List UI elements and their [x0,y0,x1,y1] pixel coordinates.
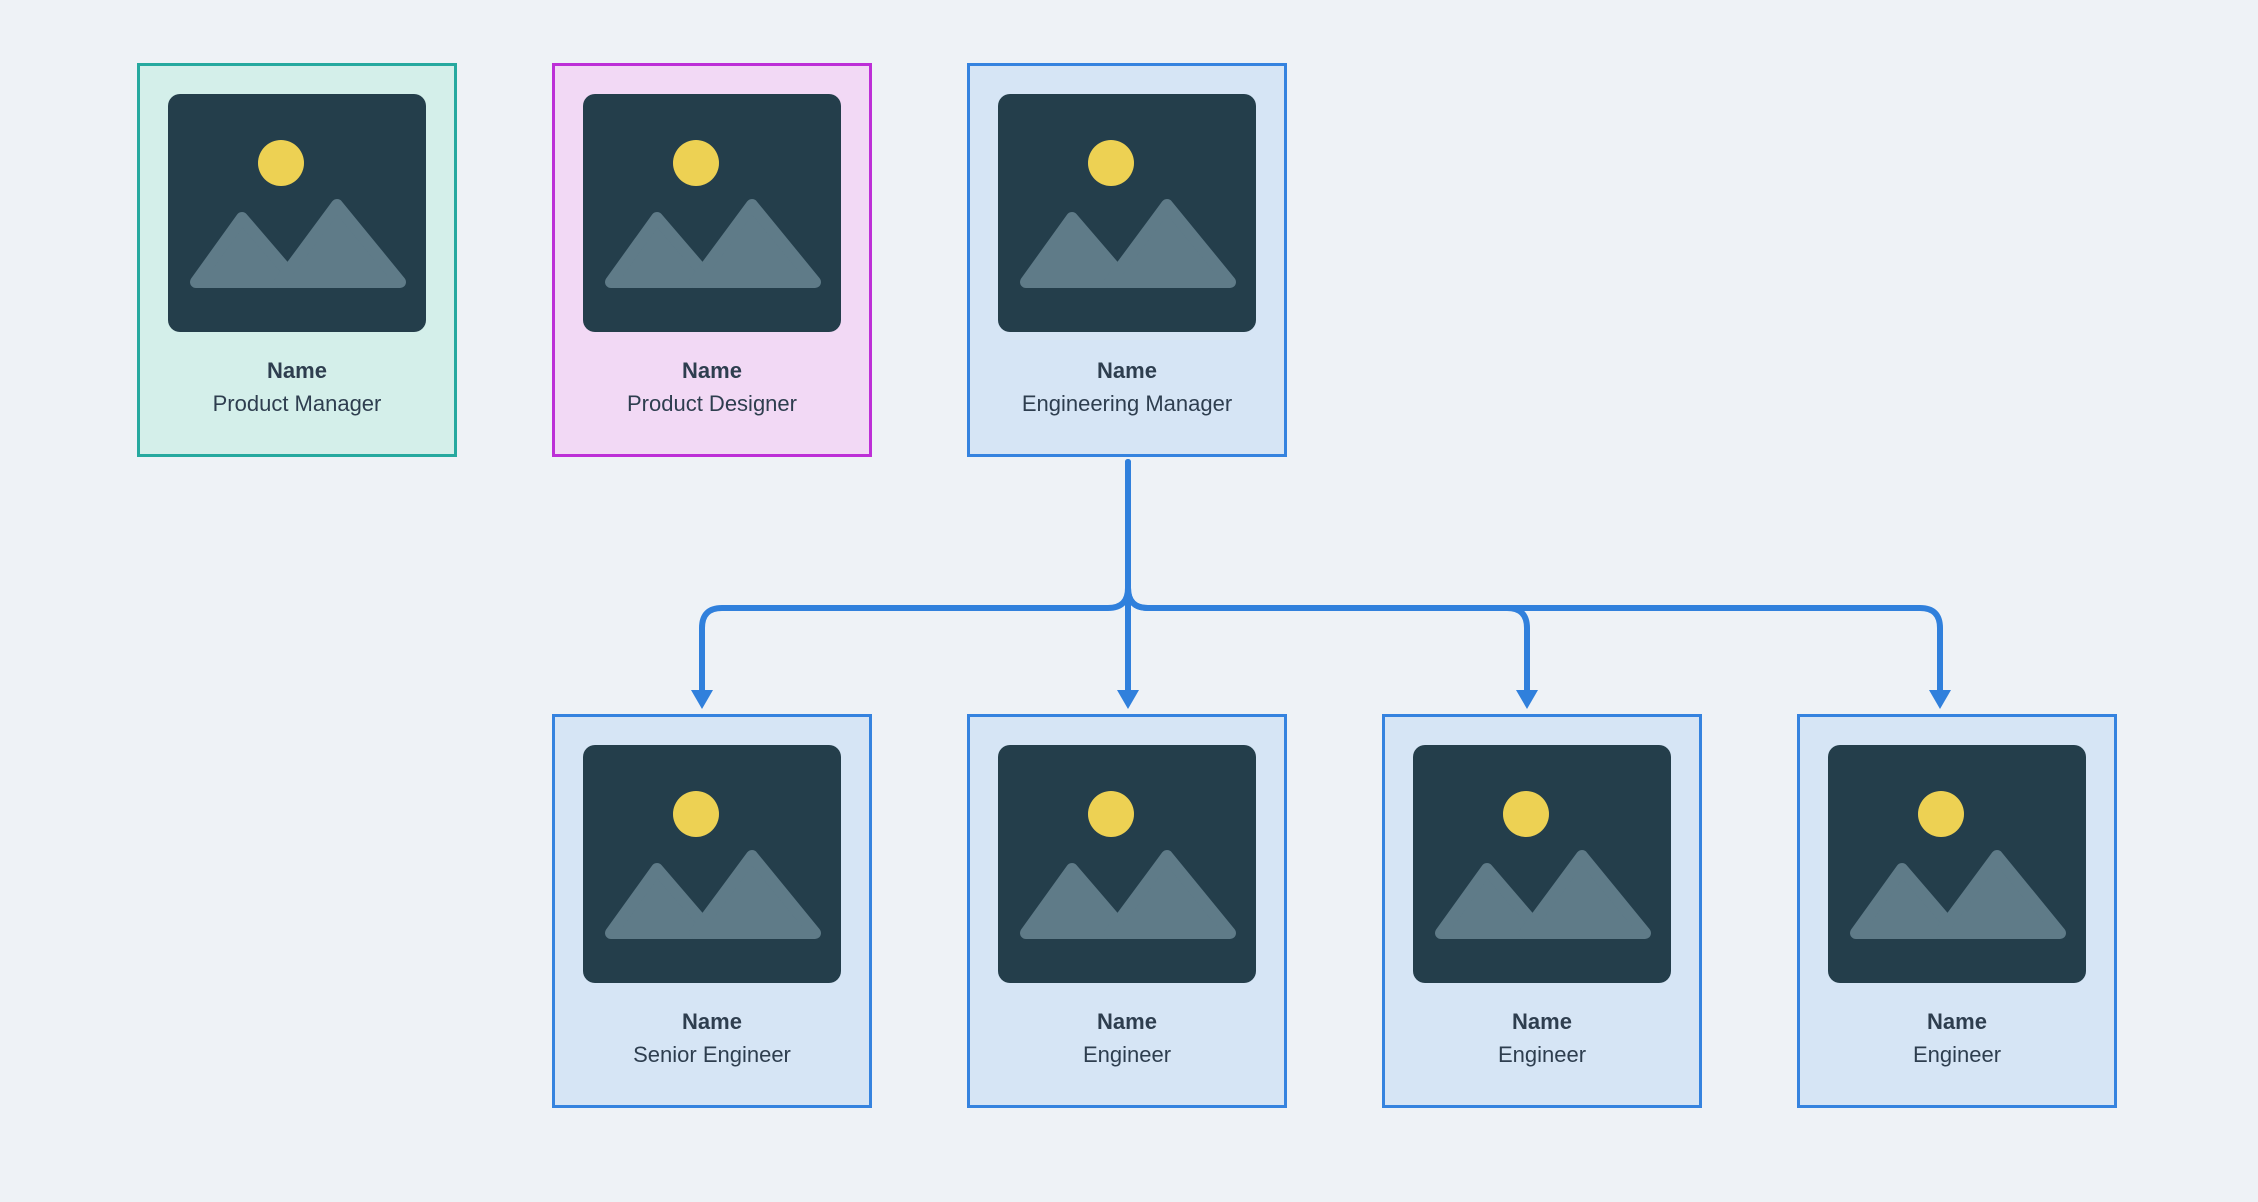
person-name: Name [1097,358,1157,383]
person-role: Product Designer [627,391,797,416]
person-role: Senior Engineer [633,1042,791,1067]
person-name: Name [682,1009,742,1034]
photo-placeholder-icon [583,745,841,983]
down-arrowhead-icon [1516,690,1538,709]
org-card-product-designer[interactable]: Name Product Designer [552,63,872,457]
person-role: Engineer [1082,1042,1172,1067]
photo-placeholder-icon [168,94,426,332]
person-role: Engineer [1912,1042,2002,1067]
org-card-engineer-1[interactable]: Name Engineer [967,714,1287,1108]
connector-edge-em-to-senior-engineer[interactable] [691,459,1131,709]
person-name: Name [1097,1009,1157,1034]
person-name: Name [682,358,742,383]
down-arrowhead-icon [691,690,713,709]
person-role: Product Manager [212,391,382,416]
person-name: Name [1512,1009,1572,1034]
org-card-engineering-manager[interactable]: Name Engineering Manager [967,63,1287,457]
connector-edge-em-to-engineer-3[interactable] [1125,459,1951,709]
person-name: Name [1927,1009,1987,1034]
org-card-senior-engineer[interactable]: Name Senior Engineer [552,714,872,1108]
down-arrowhead-icon [1929,690,1951,709]
photo-placeholder-icon [1413,745,1671,983]
photo-placeholder-icon [998,745,1256,983]
person-role: Engineer [1497,1042,1587,1067]
down-arrowhead-icon [1117,690,1139,709]
photo-placeholder-icon [998,94,1256,332]
person-name: Name [267,358,327,383]
photo-placeholder-icon [583,94,841,332]
photo-placeholder-icon [1828,745,2086,983]
org-card-engineer-2[interactable]: Name Engineer [1382,714,1702,1108]
org-card-engineer-3[interactable]: Name Engineer [1797,714,2117,1108]
org-card-product-manager[interactable]: Name Product Manager [137,63,457,457]
person-role: Engineering Manager [1021,391,1233,416]
